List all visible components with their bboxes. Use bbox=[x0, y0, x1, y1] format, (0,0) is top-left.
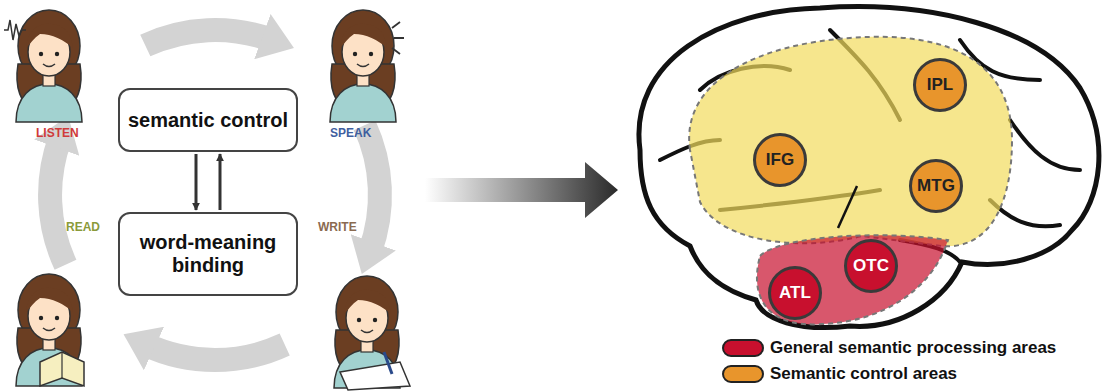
region-circle: OTC bbox=[843, 238, 899, 294]
region-circle: ATL bbox=[767, 265, 823, 321]
node-text: MTG bbox=[917, 176, 955, 196]
legend-row: Semantic control areas bbox=[722, 364, 957, 384]
legend-row: General semantic processing areas bbox=[722, 338, 1056, 358]
flow-arrow bbox=[195, 154, 198, 210]
node-text: OTC bbox=[853, 256, 889, 276]
cycle-label: WRITE bbox=[318, 220, 357, 234]
legend-text: General semantic processing areas bbox=[770, 338, 1056, 358]
node-text: word-meaning binding bbox=[120, 231, 296, 277]
cycle-label: LISTEN bbox=[36, 126, 79, 140]
region-circle: IFG bbox=[752, 132, 808, 188]
flow-arrow bbox=[219, 154, 222, 210]
legend-text: Semantic control areas bbox=[770, 364, 957, 384]
cycle-label: SPEAK bbox=[330, 126, 371, 140]
process-box: semantic control bbox=[118, 88, 298, 152]
node-text: semantic control bbox=[128, 109, 288, 132]
legend-swatch bbox=[722, 365, 764, 383]
node-text: ATL bbox=[779, 283, 811, 303]
region-circle: IPL bbox=[912, 57, 968, 113]
process-box: word-meaning binding bbox=[118, 212, 298, 296]
legend-swatch bbox=[722, 339, 764, 357]
cycle-label: READ bbox=[66, 220, 100, 234]
node-text: IFG bbox=[766, 150, 794, 170]
region-circle: MTG bbox=[908, 158, 964, 214]
node-text: IPL bbox=[927, 75, 953, 95]
